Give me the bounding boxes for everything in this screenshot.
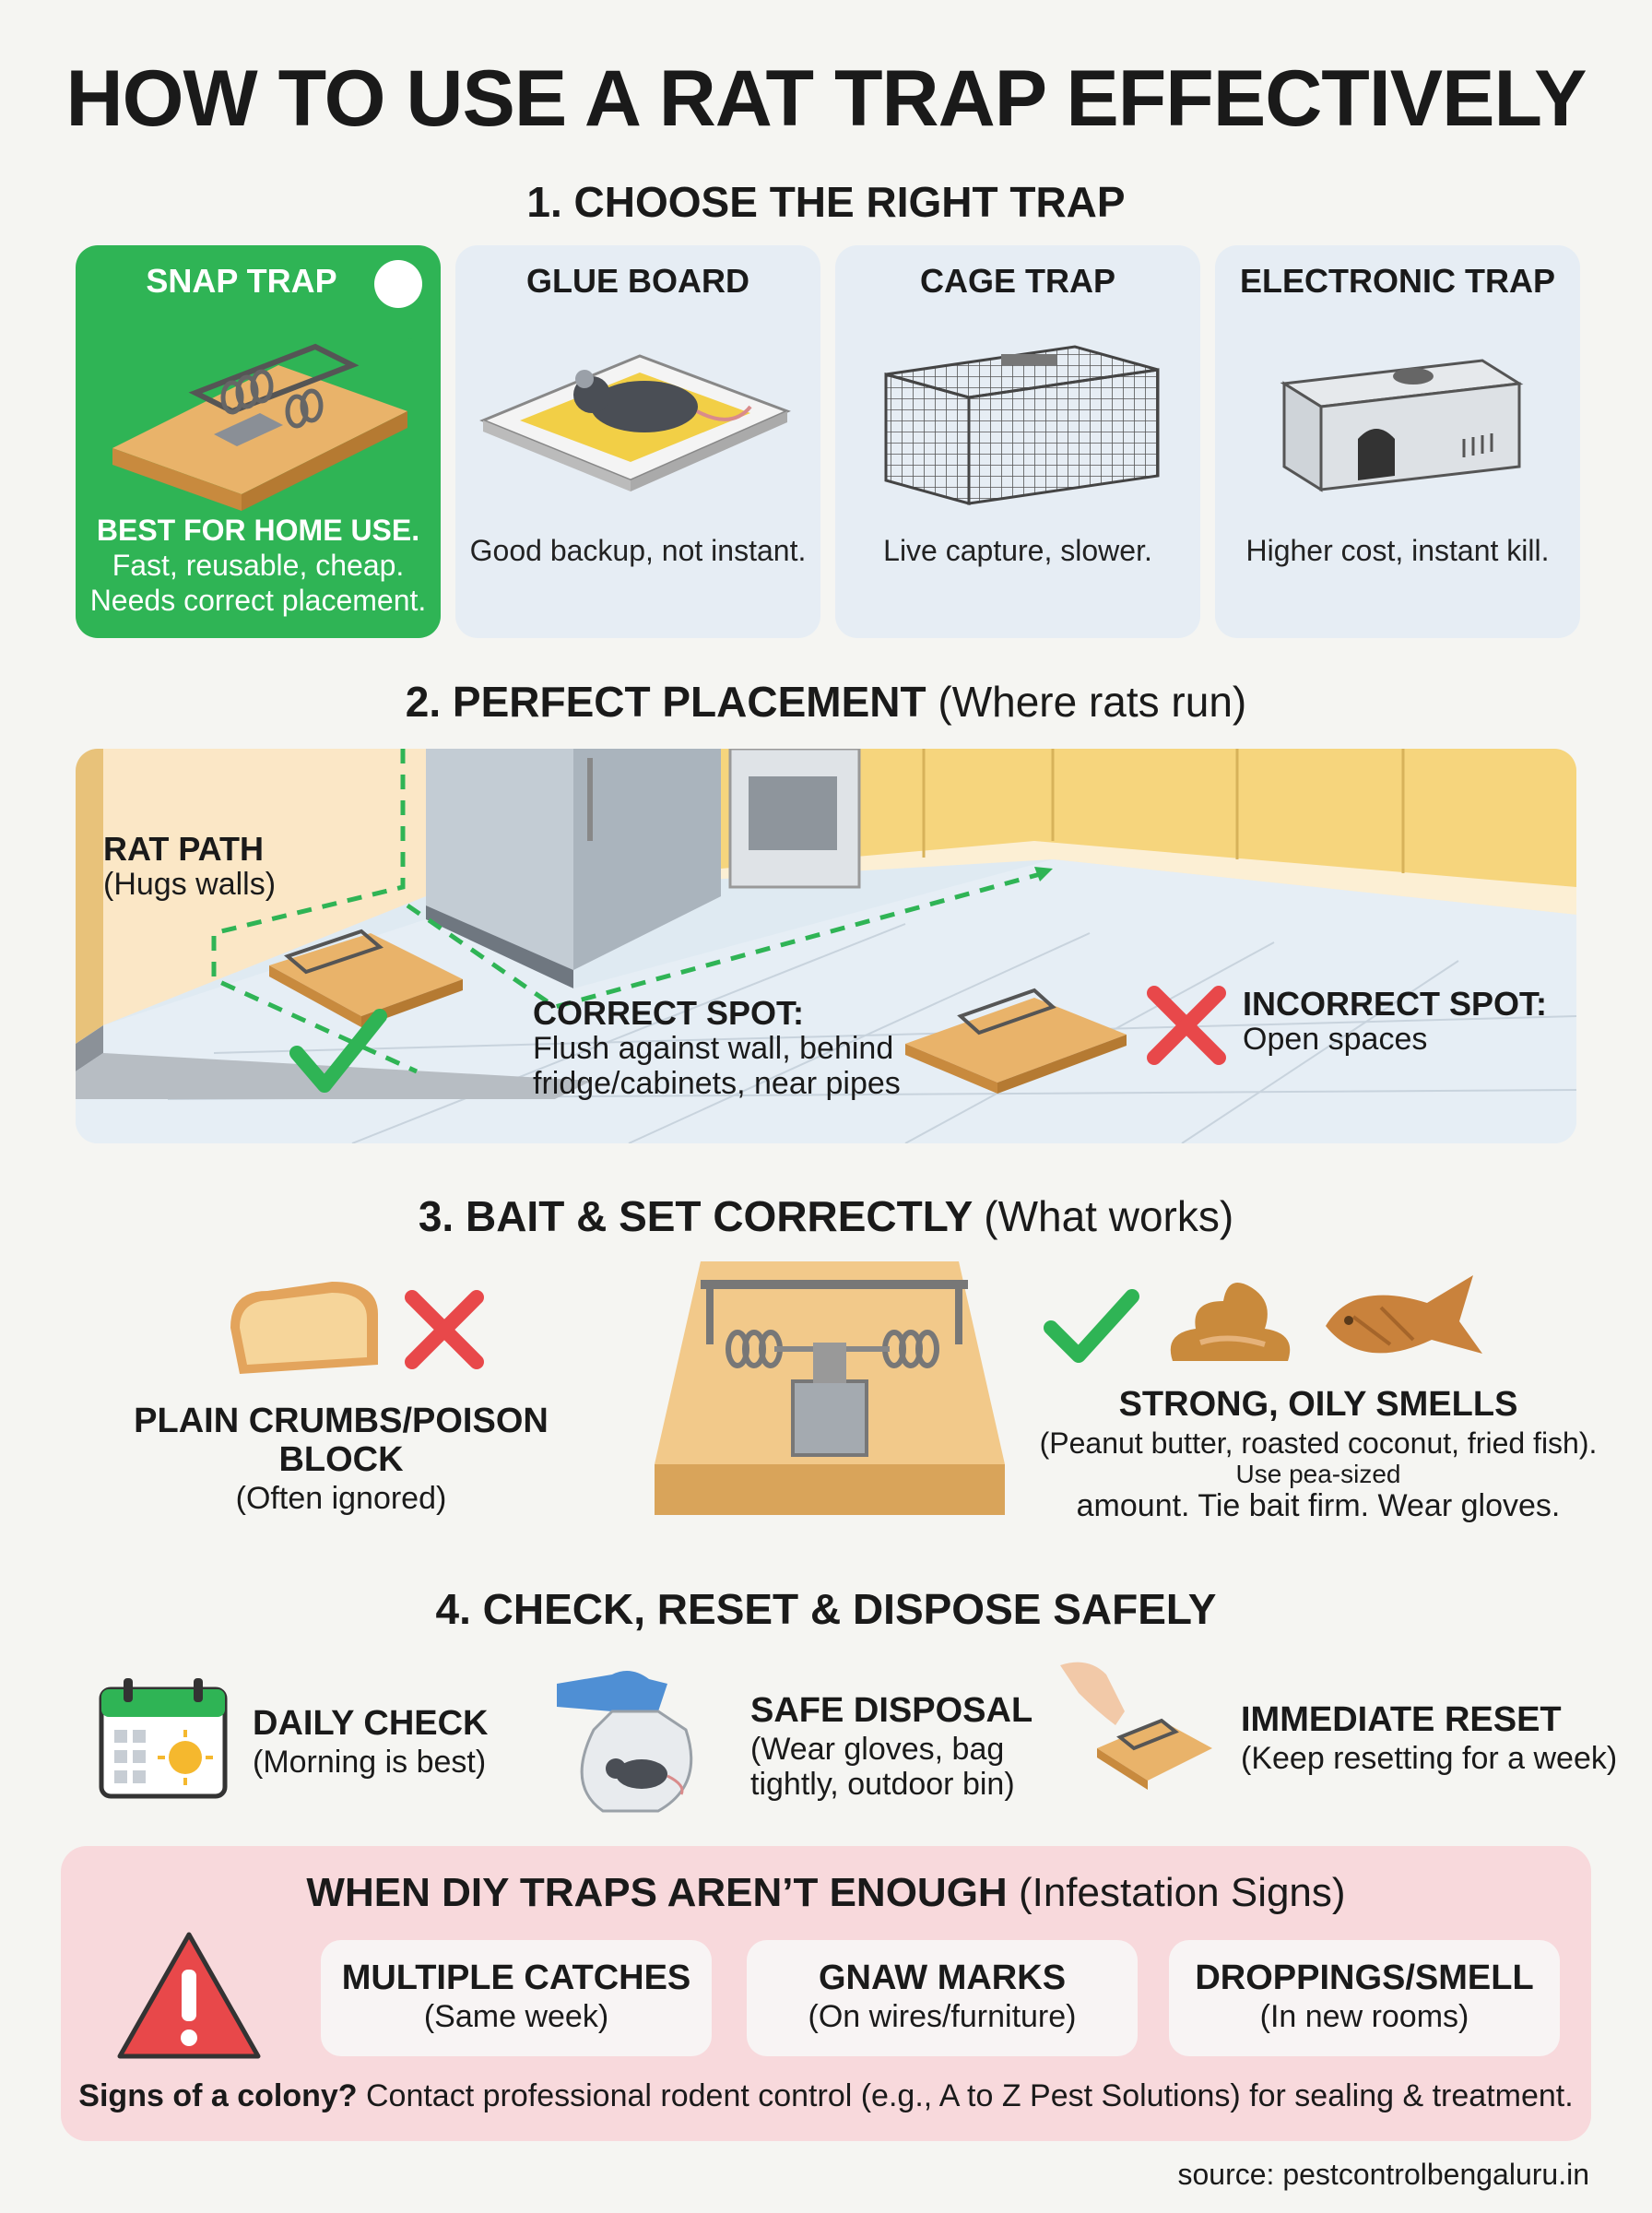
- card-title: GLUE BOARD: [526, 262, 749, 300]
- glue-board-icon: [479, 354, 791, 491]
- kitchen-illustration: [76, 749, 1576, 1143]
- section-2-heading: 2. PERFECT PLACEMENT (Where rats run): [405, 678, 1247, 726]
- sign-gnaw-marks: GNAW MARKS (On wires/furniture): [747, 1940, 1138, 2056]
- snap-trap-icon: [112, 343, 407, 511]
- electronic-trap-icon: [1280, 359, 1524, 492]
- card-title: CAGE TRAP: [919, 262, 1115, 300]
- step-safe-disposal: SAFE DISPOSAL (Wear gloves, bag tightly,…: [750, 1691, 1033, 1802]
- warning-triangle-icon: [117, 1932, 261, 2059]
- source-credit: source: pestcontrolbengaluru.in: [1177, 2158, 1590, 2191]
- warning-heading: WHEN DIY TRAPS AREN’T ENOUGH (Infestatio…: [306, 1870, 1346, 1915]
- fried-fish-icon: [1326, 1275, 1482, 1354]
- section-4-heading: 4. CHECK, RESET & DISPOSE SAFELY: [435, 1585, 1217, 1633]
- peanut-butter-icon: [1170, 1283, 1291, 1361]
- card-desc: Good backup, not instant.: [469, 534, 807, 567]
- step-immediate-reset: IMMEDIATE RESET (Keep resetting for a we…: [1241, 1700, 1618, 1776]
- card-glue-board[interactable]: GLUE BOARD Good backup, not instant.: [455, 245, 820, 638]
- kitchen-placement-scene: [76, 749, 1576, 1143]
- warning-footer: Signs of a colony? Contact professional …: [78, 2078, 1574, 2113]
- calendar-sun-icon: [99, 1678, 228, 1799]
- hand-reset-icon: [1060, 1662, 1212, 1790]
- bread-icon: [230, 1282, 378, 1374]
- section-3-heading: 3. BAIT & SET CORRECTLY (What works): [418, 1192, 1234, 1240]
- card-desc-2: Needs correct placement.: [89, 584, 427, 617]
- glove-bag-icon: [557, 1671, 693, 1813]
- card-lead: BEST FOR HOME USE.: [96, 514, 420, 547]
- section-1-heading: 1. CHOOSE THE RIGHT TRAP: [526, 178, 1126, 226]
- trap-closeup-icon: [655, 1261, 1005, 1515]
- check-circle-icon: [374, 260, 422, 361]
- sign-multiple-catches: MULTIPLE CATCHES (Same week): [321, 1940, 712, 2056]
- card-desc-1: Fast, reusable, cheap.: [112, 549, 405, 582]
- step-daily-check: DAILY CHECK (Morning is best): [253, 1704, 489, 1780]
- incorrect-trap-icon: [905, 988, 1127, 1094]
- card-electronic-trap[interactable]: ELECTRONIC TRAP Higher cost, instant kil…: [1215, 245, 1580, 638]
- rat-path-label: RAT PATH (Hugs walls): [103, 830, 277, 903]
- sign-droppings-smell: DROPPINGS/SMELL (In new rooms): [1169, 1940, 1560, 2056]
- card-desc: Higher cost, instant kill.: [1245, 534, 1550, 567]
- incorrect-spot-label: INCORRECT SPOT: Open spaces: [1243, 985, 1548, 1058]
- cage-trap-icon: [884, 345, 1160, 505]
- card-snap-trap[interactable]: SNAP TRAP BEST FOR HOME USE. Fast, reusa…: [76, 245, 441, 638]
- card-desc: Live capture, slower.: [883, 534, 1152, 567]
- good-bait-label: STRONG, OILY SMELLS (Peanut butter, roas…: [1039, 1385, 1598, 1523]
- page-title: HOW TO USE A RAT TRAP EFFECTIVELY: [65, 54, 1587, 143]
- correct-spot-label: CORRECT SPOT: Flush against wall, behind…: [533, 994, 901, 1102]
- x-mark-icon: [405, 1290, 484, 1369]
- bad-bait-label: PLAIN CRUMBS/POISON BLOCK (Often ignored…: [134, 1402, 549, 1516]
- card-title: ELECTRONIC TRAP: [1240, 262, 1555, 300]
- card-cage-trap[interactable]: CAGE TRAP Live capture, slower.: [835, 245, 1200, 638]
- check-mark-icon: [1044, 1289, 1139, 1363]
- card-title: SNAP TRAP: [146, 262, 337, 300]
